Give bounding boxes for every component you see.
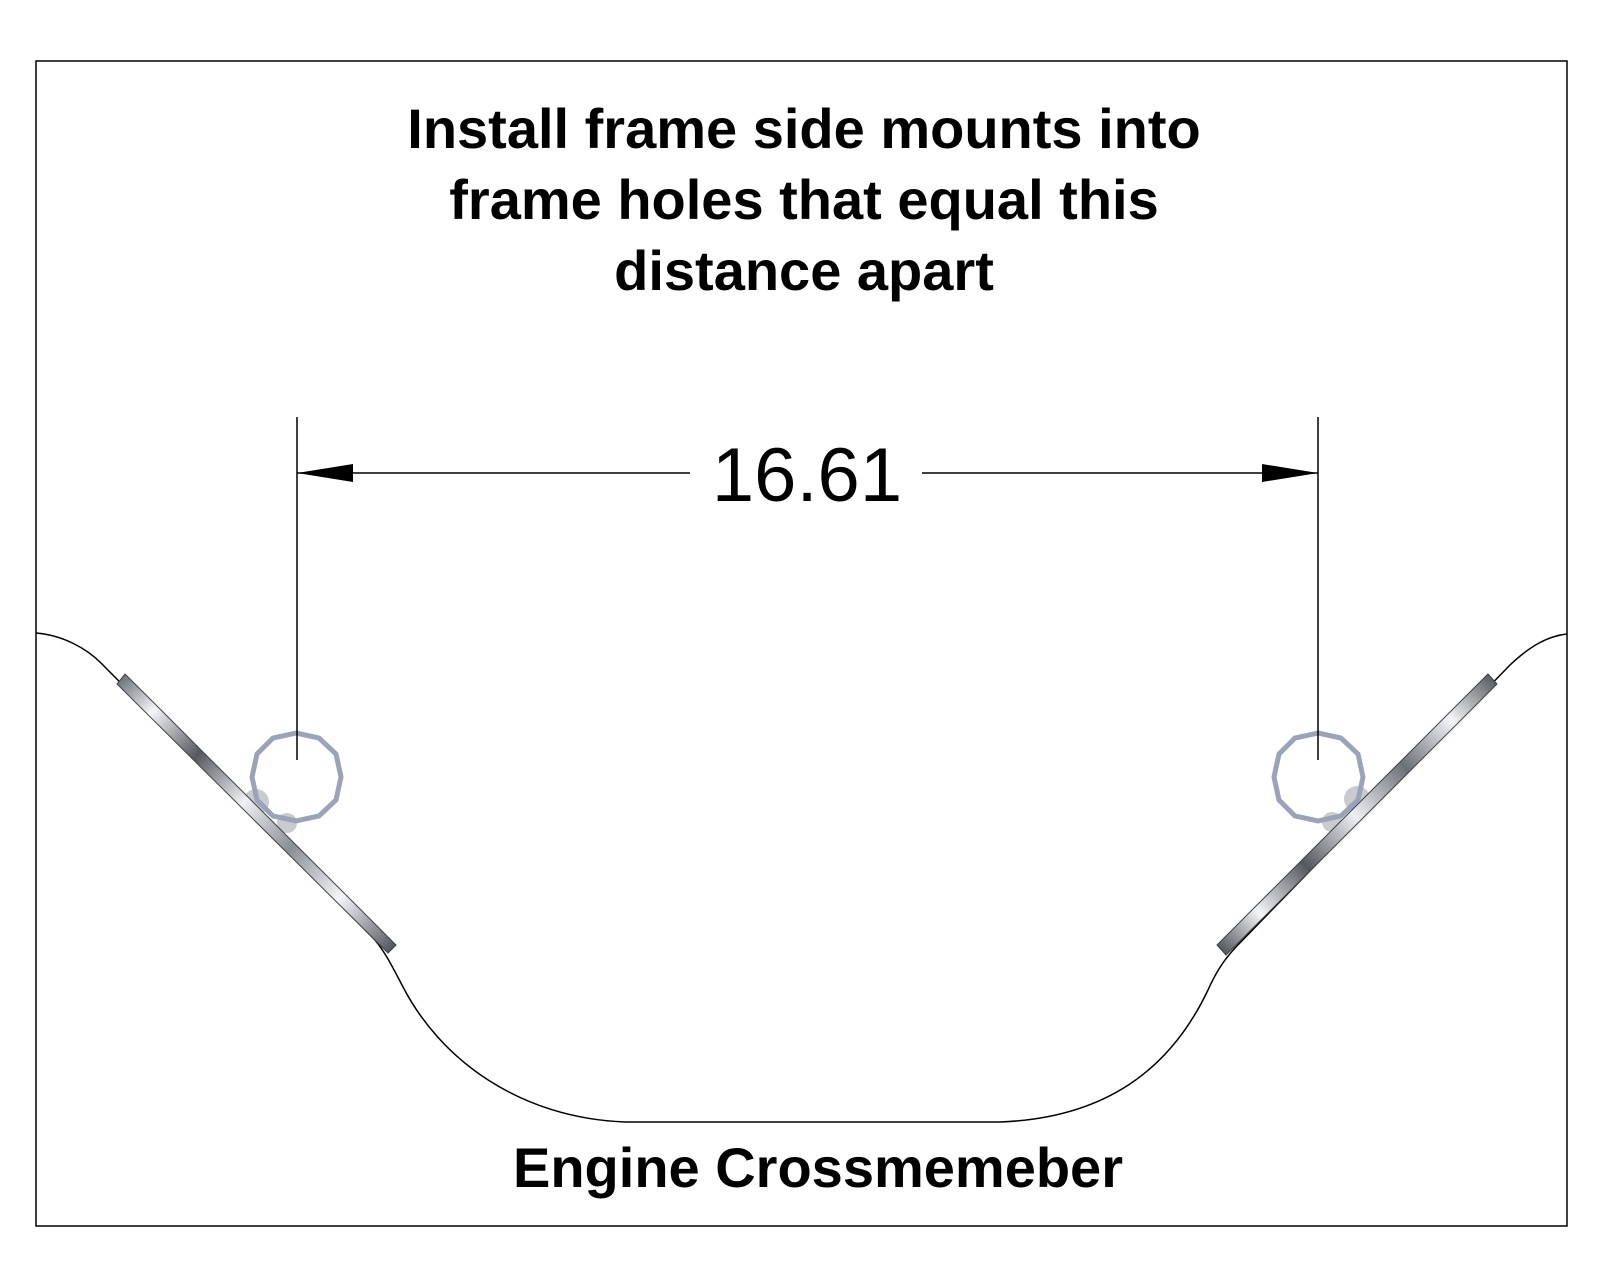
dimension-arrow-right	[1262, 464, 1318, 482]
left-frame-mount	[116, 673, 397, 954]
instruction-line-3: distance apart	[614, 239, 994, 302]
dimension-value: 16.61	[712, 433, 902, 518]
instruction-line-2: frame holes that equal this	[449, 168, 1159, 231]
right-mount-plate	[1216, 673, 1498, 956]
left-frame-hole	[249, 730, 344, 824]
right-frame-hole	[1271, 730, 1366, 824]
dimension-arrow-left	[297, 464, 353, 482]
drawing-border	[35, 60, 1568, 1227]
right-frame-mount	[1216, 673, 1498, 956]
left-mount-plate	[116, 673, 397, 954]
crossmember-outline	[35, 632, 1568, 1123]
instruction-line-1: Install frame side mounts into	[407, 97, 1200, 160]
part-label: Engine Crossmemeber	[513, 1136, 1123, 1199]
